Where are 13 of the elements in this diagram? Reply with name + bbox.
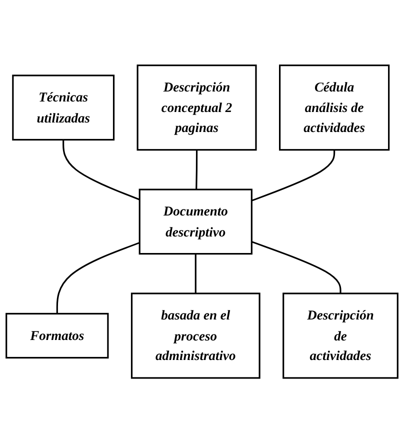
node-box: Documento descriptivo [138, 189, 252, 255]
connector [196, 150, 198, 190]
connector [194, 254, 196, 294]
node-box: Cédula análisis de actividades [279, 64, 390, 151]
connector [251, 150, 336, 202]
node-box: Formatos [6, 313, 109, 359]
node-box: Descripción conceptual 2 paginas [136, 64, 257, 151]
node-box: Técnicas utilizadas [12, 75, 115, 141]
connector [56, 242, 140, 314]
node-box: basada en el proceso administrativo [130, 293, 260, 380]
connector [251, 241, 342, 294]
connector [62, 140, 140, 201]
node-box: Descripción de actividades [282, 293, 398, 380]
